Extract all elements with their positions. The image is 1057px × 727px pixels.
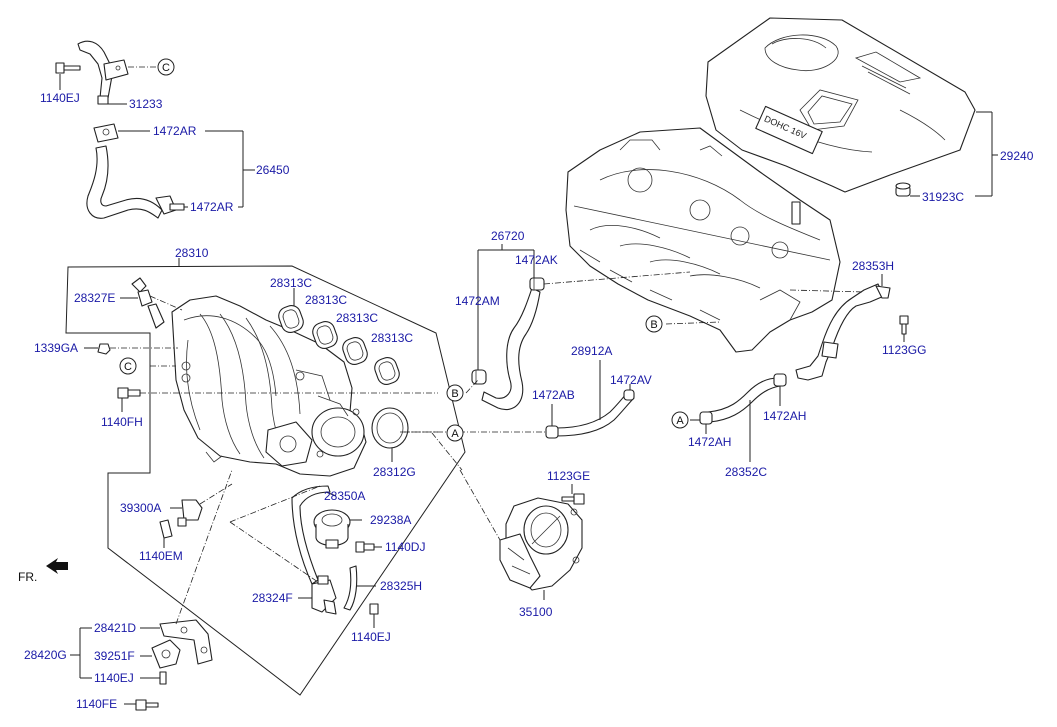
label-1140EJ-mid: 1140EJ bbox=[351, 630, 391, 644]
label-28421D: 28421D bbox=[94, 621, 136, 635]
marker-C-top-text: C bbox=[162, 62, 170, 74]
gasket-28312G bbox=[371, 407, 409, 449]
label-28350A: 28350A bbox=[324, 489, 365, 503]
label-26450: 26450 bbox=[256, 163, 290, 177]
label-1140EM: 1140EM bbox=[139, 549, 183, 563]
cylinder-head bbox=[565, 127, 841, 353]
marker-A-right: A bbox=[671, 411, 689, 429]
intake-manifold bbox=[171, 295, 367, 477]
label-28324F: 28324F bbox=[252, 591, 293, 605]
label-28313C-4: 28313C bbox=[371, 331, 413, 345]
bolt-1140DJ bbox=[355, 541, 375, 553]
label-29238A: 29238A bbox=[370, 513, 411, 527]
label-front: FR. bbox=[18, 570, 37, 584]
solenoid-28324F bbox=[311, 575, 337, 615]
bolt-1140EJ-bot bbox=[159, 671, 167, 685]
bolt-1123GE bbox=[561, 493, 585, 505]
marker-C-top: C bbox=[157, 58, 175, 76]
label-28912A: 28912A bbox=[571, 344, 612, 358]
gasket-28313C-2 bbox=[312, 321, 338, 349]
marker-B-left-text: B bbox=[451, 388, 458, 400]
label-28313C-3: 28313C bbox=[336, 311, 378, 325]
sensor-39251F bbox=[151, 639, 181, 669]
bolt-1123GG bbox=[899, 315, 909, 335]
label-28313C-2: 28313C bbox=[305, 293, 347, 307]
sensor-39300A bbox=[159, 499, 203, 539]
gasket-28313C-4 bbox=[374, 357, 400, 385]
clamp-1472AH-b bbox=[773, 373, 787, 387]
label-1140DJ: 1140DJ bbox=[385, 540, 425, 554]
actuator-29238A bbox=[313, 509, 351, 549]
hose-28325H bbox=[343, 565, 358, 611]
bracket-28421D bbox=[159, 619, 213, 665]
marker-A-right-text: A bbox=[676, 415, 684, 427]
hose-26720 bbox=[481, 287, 541, 410]
label-28420G: 28420G bbox=[24, 648, 67, 662]
label-1140EJ-bot: 1140EJ bbox=[94, 671, 134, 685]
label-28352C: 28352C bbox=[725, 465, 767, 479]
label-39251F: 39251F bbox=[94, 649, 135, 663]
clamp-1472AK bbox=[529, 277, 545, 291]
label-35100: 35100 bbox=[519, 605, 553, 619]
bolt-1140EJ-mid bbox=[369, 603, 379, 615]
marker-C-mid-text: C bbox=[124, 361, 132, 373]
label-1472AR-b: 1472AR bbox=[190, 200, 234, 214]
label-28312G: 28312G bbox=[373, 465, 416, 479]
label-1123GG: 1123GG bbox=[882, 343, 926, 357]
marker-B-right-text: B bbox=[650, 319, 657, 331]
label-1472AH-a: 1472AH bbox=[688, 435, 731, 449]
label-1472AH-b: 1472AH bbox=[763, 409, 806, 423]
label-1472AV: 1472AV bbox=[610, 373, 652, 387]
label-28327E: 28327E bbox=[74, 291, 115, 305]
label-28310: 28310 bbox=[175, 246, 209, 260]
part-labels: 1140EJ 31233 1472AR 26450 1472AR 28310 2… bbox=[18, 91, 1034, 711]
label-1123GE: 1123GE bbox=[547, 469, 590, 483]
marker-C-mid: C bbox=[119, 357, 137, 375]
label-26720: 26720 bbox=[491, 229, 525, 243]
clamp-1472AV bbox=[623, 389, 635, 401]
label-1472AM: 1472AM bbox=[455, 294, 500, 308]
label-39300A: 39300A bbox=[120, 501, 161, 515]
nut-1339GA bbox=[97, 343, 111, 355]
label-1140EJ-top: 1140EJ bbox=[40, 91, 80, 105]
gasket-28313C-3 bbox=[342, 337, 368, 365]
marker-B-left: B bbox=[446, 384, 464, 402]
label-1472AB: 1472AB bbox=[532, 388, 575, 402]
label-31923C: 31923C bbox=[922, 190, 964, 204]
label-28313C-1: 28313C bbox=[270, 276, 312, 290]
label-28353H: 28353H bbox=[852, 259, 894, 273]
label-1140FH: 1140FH bbox=[101, 415, 143, 429]
sensor-28327E bbox=[131, 277, 165, 329]
bolt-1140FE bbox=[135, 699, 159, 711]
label-29240: 29240 bbox=[1000, 149, 1034, 163]
front-direction-arrow bbox=[46, 558, 68, 574]
bolt-1140EJ-top bbox=[55, 62, 81, 74]
label-1339GA: 1339GA bbox=[34, 341, 78, 355]
marker-B-right: B bbox=[645, 315, 663, 333]
label-31233: 31233 bbox=[129, 97, 163, 111]
manifold-group-outline bbox=[65, 265, 466, 696]
hose-26450 bbox=[86, 123, 185, 219]
label-1472AR-a: 1472AR bbox=[153, 124, 197, 138]
throttle-body-35100 bbox=[499, 497, 583, 591]
pipe-28353H bbox=[795, 283, 891, 381]
gasket-28313C-1 bbox=[278, 305, 304, 333]
vacuum-pipe-31233 bbox=[77, 40, 129, 105]
engine-cover: DOHC 16V bbox=[705, 17, 976, 193]
marker-A-left-text: A bbox=[451, 428, 459, 440]
label-28325H: 28325H bbox=[380, 579, 422, 593]
clamp-1472AM bbox=[471, 369, 487, 385]
clamp-1472AH-a bbox=[699, 411, 713, 425]
bolt-1140FH bbox=[117, 387, 141, 399]
clamp-1472AB bbox=[545, 425, 559, 439]
marker-A-left: A bbox=[446, 424, 464, 442]
plug-31923C bbox=[895, 182, 911, 197]
label-1472AK: 1472AK bbox=[515, 253, 558, 267]
label-1140FE: 1140FE bbox=[76, 697, 117, 711]
